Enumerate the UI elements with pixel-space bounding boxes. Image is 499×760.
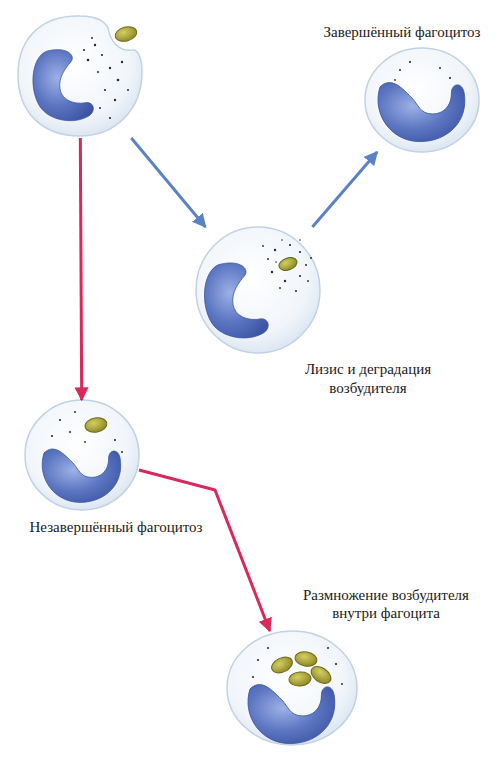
cell-body [365, 48, 479, 152]
phagocyte-cell: Завершённый фагоцитоз [365, 48, 479, 152]
phagocyte-cell: Размножение возбудителя внутри фагоцита [227, 631, 357, 745]
cell-body [25, 400, 139, 510]
stage-label: Лизис и деградация возбудителя [288, 360, 448, 398]
phagocyte-incomplete [25, 400, 139, 510]
cell-body [18, 16, 142, 136]
stage-arrow [312, 152, 377, 227]
nucleus [204, 263, 268, 338]
phagocyte-cell [16, 15, 144, 138]
nucleus [33, 50, 93, 121]
pathogen [277, 255, 299, 273]
granules [252, 647, 343, 685]
granules [51, 411, 123, 453]
stage-arrow [139, 470, 270, 631]
pathogen [269, 654, 295, 676]
pathogen [114, 24, 139, 43]
nucleus [248, 685, 335, 744]
cell-body [196, 227, 320, 353]
stage-arrow [131, 138, 205, 227]
pathogen [84, 416, 108, 434]
phagocyte-cell: Незавершённый фагоцитоз [25, 400, 139, 510]
granules [83, 37, 129, 119]
pathogen [308, 663, 334, 687]
phagocyte-multiplication [227, 631, 357, 745]
granules [394, 61, 451, 81]
phagocyte-engulfing [18, 16, 142, 136]
phagocyte-cell: Лизис и деградация возбудителя [196, 227, 320, 353]
pathogen [288, 671, 311, 687]
stage-arrow [80, 138, 81, 400]
granules [262, 239, 312, 292]
nucleus [42, 449, 121, 502]
nucleus [378, 83, 465, 142]
stage-label: Завершённый фагоцитоз [324, 23, 481, 42]
stage-label: Незавершённый фагоцитоз [29, 518, 202, 537]
stage-label: Размножение возбудителя внутри фагоцита [291, 586, 481, 624]
phagocyte-completed [365, 48, 479, 152]
phagocyte-lysis [196, 227, 320, 353]
cell-body [227, 631, 357, 745]
pathogen [294, 650, 318, 668]
